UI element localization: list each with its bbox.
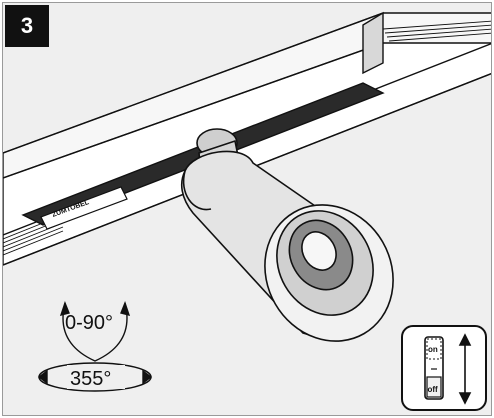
toggle-arrow-icon [458, 333, 472, 405]
switch-off-label: off [428, 385, 439, 394]
switch-on-label: on [428, 345, 438, 354]
spotlight [180, 128, 394, 342]
rotation-indicator [37, 300, 153, 392]
tilt-angle-label: 0-90° [65, 312, 113, 334]
pan-label-bg [67, 365, 125, 389]
pan-angle-label: 355° [70, 368, 111, 390]
step-number-badge: 3 [5, 5, 49, 47]
switch-drawing: on off [424, 333, 472, 405]
track-spotlight-drawing: ZUMTOBEL [3, 11, 491, 392]
switch-illustration: on off [401, 325, 487, 411]
switch-on-zone [426, 338, 442, 360]
switch-off-zone [426, 376, 442, 398]
